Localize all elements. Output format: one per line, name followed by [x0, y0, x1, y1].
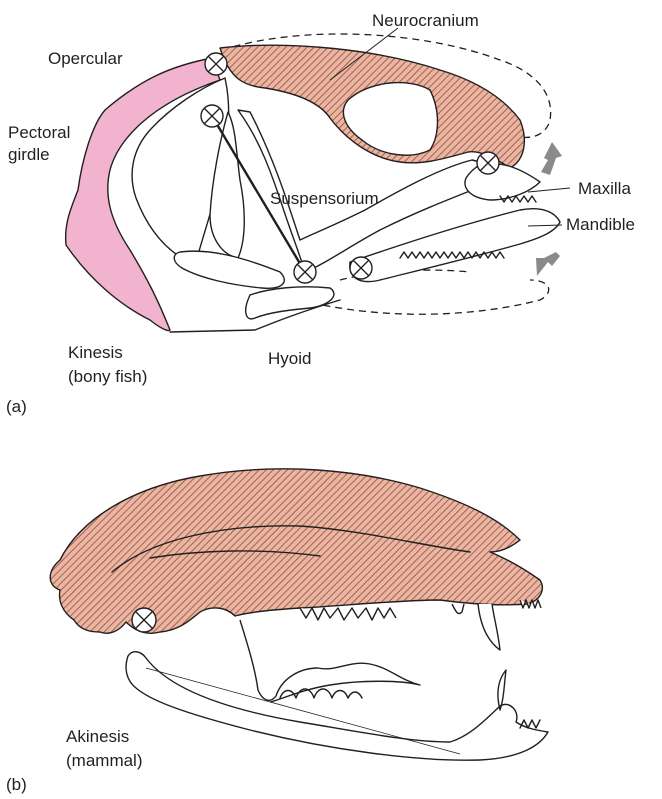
- panel-label-b: (b): [6, 775, 27, 794]
- leader-maxilla: [528, 188, 570, 192]
- caption-b-line1: Akinesis: [66, 727, 129, 746]
- hyoid-bone: [246, 287, 334, 319]
- caption-a-line2: (bony fish): [68, 367, 147, 386]
- joint-maxilla: [477, 152, 499, 174]
- label-mandible: Mandible: [566, 215, 635, 234]
- caption-b-line2: (mammal): [66, 751, 143, 770]
- label-pectoral-line1: Pectoral: [8, 123, 70, 142]
- joint-jaw-mammal: [132, 608, 156, 632]
- interopercle: [174, 251, 284, 288]
- panel-a-fish-skull: Neurocranium Opercular Pectoral girdle S…: [6, 11, 635, 416]
- label-neurocranium: Neurocranium: [372, 11, 479, 30]
- neurocranium-lift-arrow: [541, 142, 562, 175]
- label-pectoral-line2: girdle: [8, 145, 50, 164]
- maxilla-bone: [465, 164, 540, 200]
- joint-opercular: [201, 105, 223, 127]
- joint-hyoid-suspensorium: [294, 261, 316, 283]
- caption-a-line1: Kinesis: [68, 343, 123, 362]
- joint-quadrate-mandible: [350, 257, 372, 279]
- panel-label-a: (a): [6, 397, 27, 416]
- upper-mammal-teeth: [300, 600, 541, 650]
- joint-neurocranium-girdle: [205, 53, 227, 75]
- mandible-drop-arrow: [536, 252, 560, 276]
- label-opercular: Opercular: [48, 49, 123, 68]
- mandible-ramus: [240, 620, 420, 702]
- mammal-skull: [50, 469, 542, 633]
- label-maxilla: Maxilla: [578, 179, 631, 198]
- panel-b-mammal-skull: Akinesis (mammal) (b): [6, 469, 548, 794]
- mandible-lowered-outline: [300, 280, 549, 314]
- label-suspensorium: Suspensorium: [270, 189, 379, 208]
- label-hyoid: Hyoid: [268, 349, 311, 368]
